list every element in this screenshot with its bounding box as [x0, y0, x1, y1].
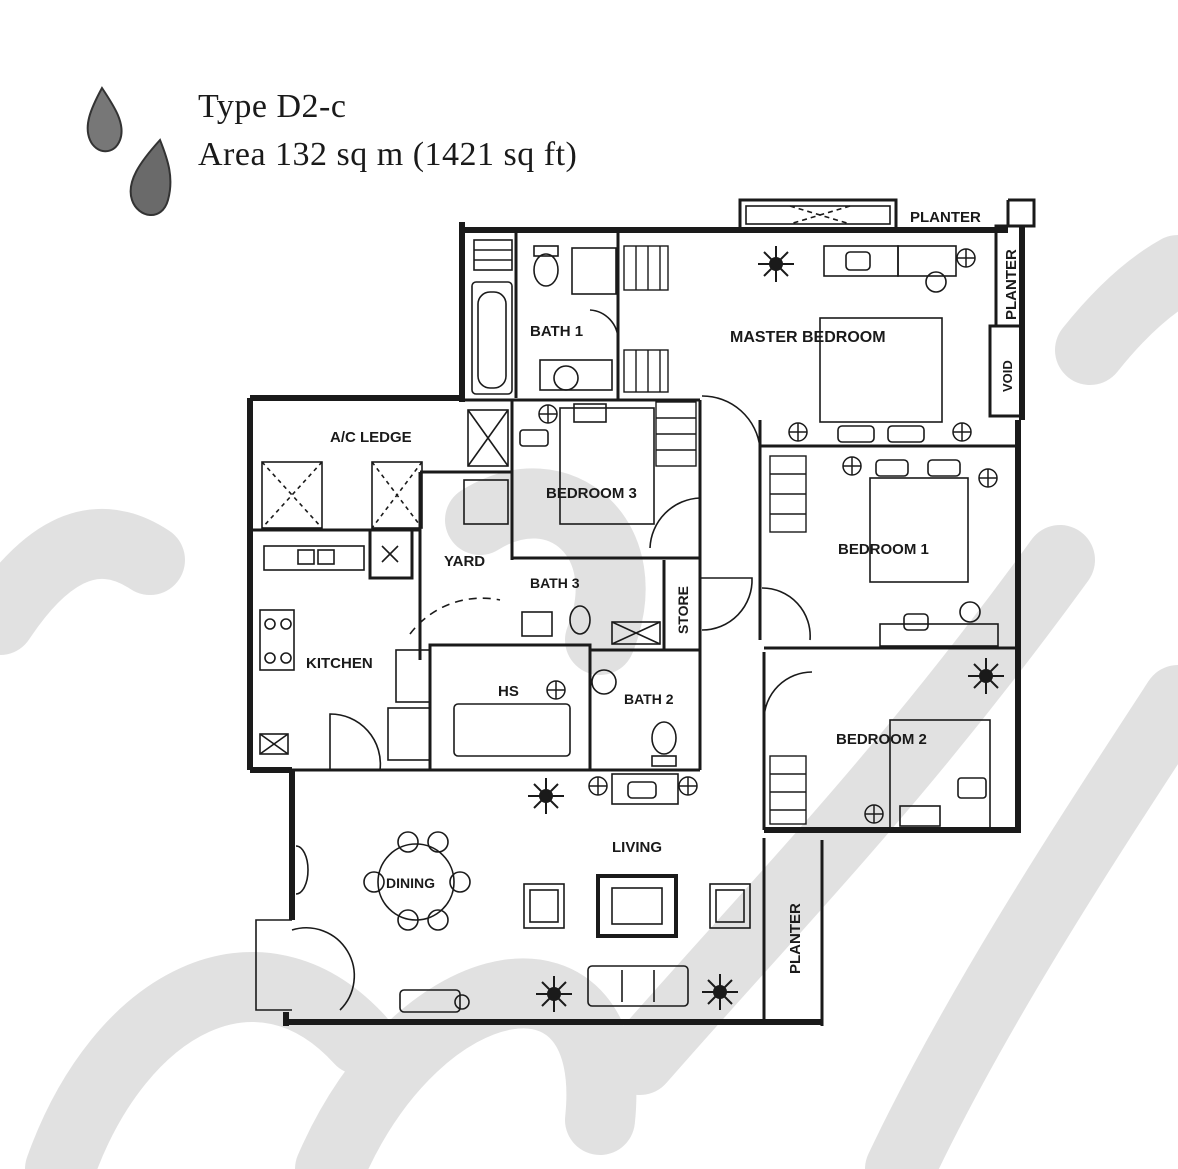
label-yard: YARD [444, 553, 485, 570]
label-bath2: BATH 2 [624, 691, 674, 707]
label-master-bedroom: MASTER BEDROOM [730, 329, 886, 346]
plants [528, 246, 1004, 1012]
label-dining: DINING [386, 875, 435, 891]
label-hs: HS [498, 683, 519, 700]
label-ac-ledge: A/C LEDGE [330, 429, 412, 446]
ac-units [259, 205, 891, 755]
label-kitchen: KITCHEN [306, 655, 373, 672]
lamps [538, 248, 998, 824]
label-store: STORE [675, 586, 691, 634]
interior-walls [250, 198, 1024, 830]
label-bedroom1: BEDROOM 1 [838, 541, 929, 558]
fixtures [259, 245, 677, 767]
label-bath1: BATH 1 [530, 323, 583, 340]
wardrobe-hatches [623, 245, 807, 825]
unit-type-title: Type D2-c [198, 88, 347, 125]
label-void: VOID [1000, 360, 1015, 392]
label-bedroom3: BEDROOM 3 [546, 485, 637, 502]
label-planter-right: PLANTER [1003, 249, 1020, 320]
doors [255, 309, 813, 1011]
label-planter-bottom: PLANTER [787, 903, 804, 974]
label-bedroom2: BEDROOM 2 [836, 731, 927, 748]
label-bath3: BATH 3 [530, 575, 580, 591]
room-labels: PLANTER PLANTER VOID BATH 1 MASTER BEDRO… [306, 209, 1020, 974]
furniture [295, 245, 999, 1013]
label-planter-top: PLANTER [910, 209, 981, 226]
unit-area-subtitle: Area 132 sq m (1421 sq ft) [198, 136, 578, 173]
label-living: LIVING [612, 839, 662, 856]
drop-logo [86, 86, 172, 216]
